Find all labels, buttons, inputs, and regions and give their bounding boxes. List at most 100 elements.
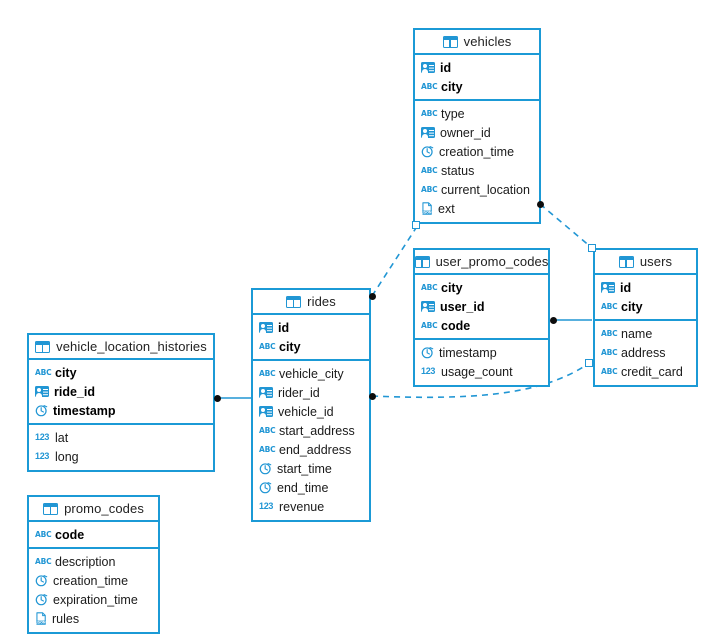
abc-text-icon: ABC	[35, 556, 52, 566]
primary-key-field[interactable]: id	[415, 58, 539, 77]
field-label: code	[441, 318, 471, 333]
svg-text:JSON: JSON	[35, 621, 45, 625]
field-label: start_time	[277, 461, 332, 476]
123-number-icon: 123	[35, 432, 50, 442]
field-label: id	[278, 320, 290, 335]
column-field[interactable]: expiration_time	[29, 590, 158, 609]
table-icon	[442, 35, 458, 48]
table-name: promo_codes	[64, 501, 144, 516]
field-label: end_address	[279, 442, 352, 457]
field-label: type	[441, 106, 465, 121]
primary-key-field[interactable]: id	[253, 318, 369, 337]
table-icon	[414, 255, 430, 268]
id-card-icon	[259, 387, 273, 398]
clock-icon	[259, 462, 272, 475]
column-field[interactable]: 123 lat	[29, 428, 213, 447]
123-number-icon: 123	[259, 501, 274, 511]
clock-icon	[35, 593, 48, 606]
primary-key-field[interactable]: timestamp	[29, 401, 213, 420]
table-name: user_promo_codes	[435, 254, 549, 269]
primary-key-field[interactable]: ride_id	[29, 382, 213, 401]
field-label: end_time	[277, 480, 329, 495]
table-header[interactable]: vehicle_location_histories	[29, 335, 213, 360]
abc-text-icon: ABC	[601, 347, 618, 357]
relationship-endpoint-dot	[536, 200, 544, 208]
column-field[interactable]: creation_time	[415, 142, 539, 161]
field-label: ride_id	[54, 384, 95, 399]
table-header[interactable]: rides	[253, 290, 369, 315]
field-label: status	[441, 163, 475, 178]
table-header[interactable]: users	[595, 250, 696, 275]
field-label: city	[279, 339, 301, 354]
column-field[interactable]: timestamp	[415, 343, 548, 362]
field-label: vehicle_city	[279, 366, 344, 381]
field-label: start_address	[279, 423, 355, 438]
abc-text-icon: ABC	[259, 425, 276, 435]
relationship-endpoint-square	[412, 221, 420, 229]
svg-text:JSON: JSON	[421, 211, 431, 215]
abc-text-icon: ABC	[421, 108, 438, 118]
column-field[interactable]: vehicle_id	[253, 402, 369, 421]
field-label: owner_id	[440, 125, 491, 140]
abc-text-icon: ABC	[421, 165, 438, 175]
field-label: name	[621, 326, 653, 341]
column-field[interactable]: end_time	[253, 478, 369, 497]
column-field[interactable]: rider_id	[253, 383, 369, 402]
id-card-icon	[259, 406, 273, 417]
primary-key-field[interactable]: user_id	[415, 297, 548, 316]
relationship-endpoint-square	[585, 359, 593, 367]
field-label: timestamp	[53, 403, 116, 418]
table-header[interactable]: promo_codes	[29, 497, 158, 522]
abc-text-icon: ABC	[421, 184, 438, 194]
field-label: city	[55, 365, 77, 380]
primary-key-field[interactable]: id	[595, 278, 696, 297]
column-field[interactable]: start_time	[253, 459, 369, 478]
table-header[interactable]: vehicles	[415, 30, 539, 55]
field-label: city	[441, 280, 463, 295]
table-name: vehicles	[463, 34, 512, 49]
column-field[interactable]: creation_time	[29, 571, 158, 590]
abc-text-icon: ABC	[601, 366, 618, 376]
abc-text-icon: ABC	[35, 367, 52, 377]
id-card-icon	[421, 301, 435, 312]
relationship-endpoint-dot	[368, 292, 376, 300]
table-header[interactable]: user_promo_codes	[414, 250, 549, 275]
123-number-icon: 123	[421, 366, 436, 376]
id-card-icon	[601, 282, 615, 293]
column-field[interactable]: owner_id	[415, 123, 539, 142]
field-label: code	[55, 527, 85, 542]
field-label: lat	[55, 430, 69, 445]
